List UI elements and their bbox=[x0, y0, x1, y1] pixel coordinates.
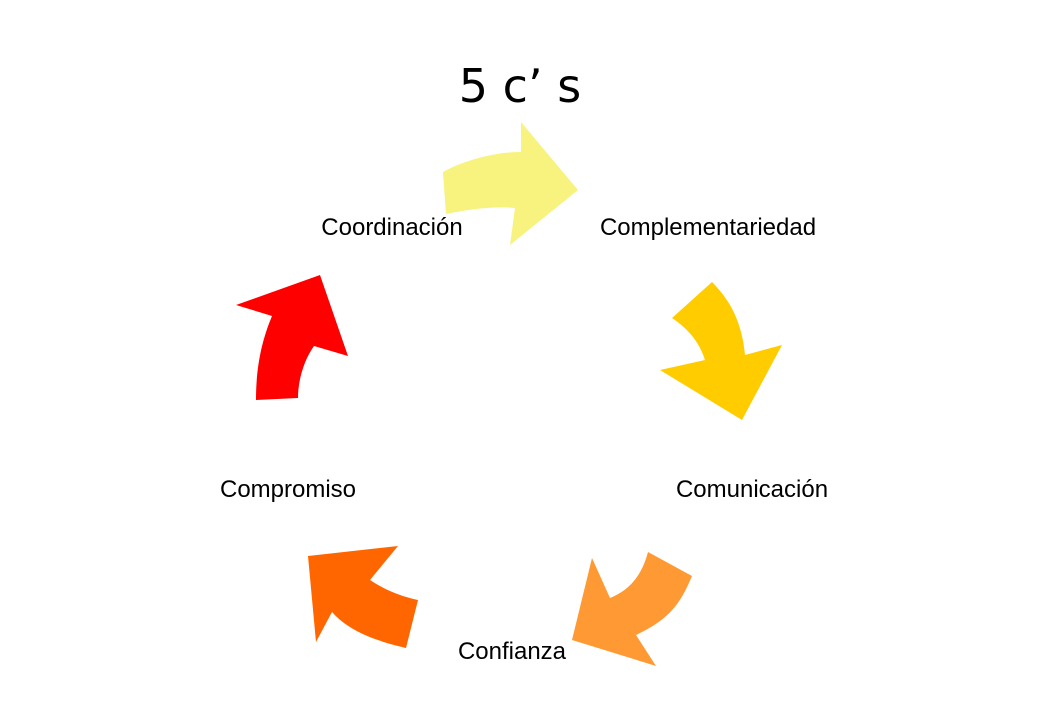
node-label-compromiso: Compromiso bbox=[219, 476, 357, 503]
cycle-arrow-comunicacion-to-confianza bbox=[572, 552, 692, 666]
cycle-arrow-coordinacion-to-complementariedad bbox=[443, 122, 578, 245]
node-label-coordinacion: Coordinación bbox=[321, 214, 463, 241]
cycle-arrow-compromiso-to-coordinacion bbox=[236, 275, 348, 400]
cycle-arrow-confianza-to-compromiso bbox=[308, 546, 418, 648]
node-label-complementariedad: Complementariedad bbox=[599, 214, 817, 241]
node-label-comunicacion: Comunicación bbox=[675, 476, 829, 503]
node-label-confianza: Confianza bbox=[457, 638, 567, 665]
cycle-arrow-complementariedad-to-comunicacion bbox=[660, 282, 782, 420]
diagram-title: 5 c’ s bbox=[458, 59, 582, 113]
